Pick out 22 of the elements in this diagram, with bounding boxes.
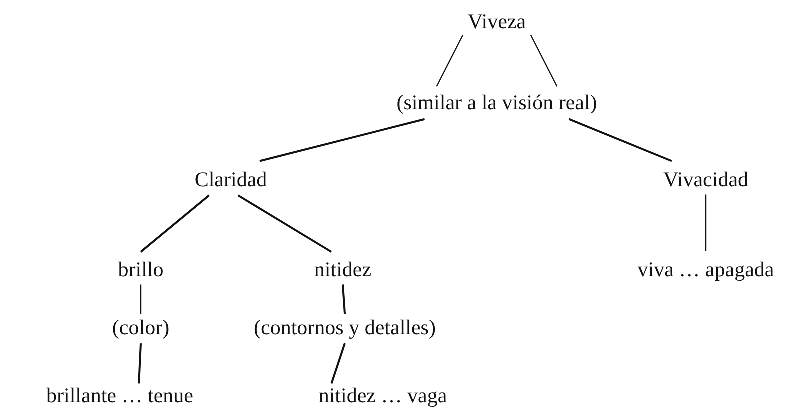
connector-line bbox=[140, 194, 210, 253]
node-label: (color) bbox=[112, 316, 170, 340]
connector-line bbox=[330, 343, 346, 384]
connector-line bbox=[140, 284, 142, 314]
node-label: Vivacidad bbox=[663, 168, 749, 192]
node-label: brillo bbox=[118, 258, 164, 282]
node-label: Claridad bbox=[194, 168, 268, 192]
connector-line bbox=[238, 194, 332, 253]
connector-line bbox=[568, 118, 672, 162]
connector-line bbox=[260, 118, 426, 162]
node-label: (contornos y detalles) bbox=[254, 316, 436, 340]
connector-line bbox=[530, 34, 558, 87]
node-label: Viveza bbox=[468, 10, 526, 34]
connector-line bbox=[705, 194, 707, 252]
node-label: nitidez … vaga bbox=[318, 384, 448, 408]
node-label: (similar a la visión real) bbox=[396, 91, 598, 115]
connector-line bbox=[342, 284, 346, 314]
connector-line bbox=[436, 34, 464, 87]
node-label: brillante … tenue bbox=[46, 384, 194, 408]
node-label: nitidez bbox=[314, 258, 372, 282]
node-label: viva … apagada bbox=[638, 258, 774, 282]
connector-line bbox=[138, 344, 142, 384]
